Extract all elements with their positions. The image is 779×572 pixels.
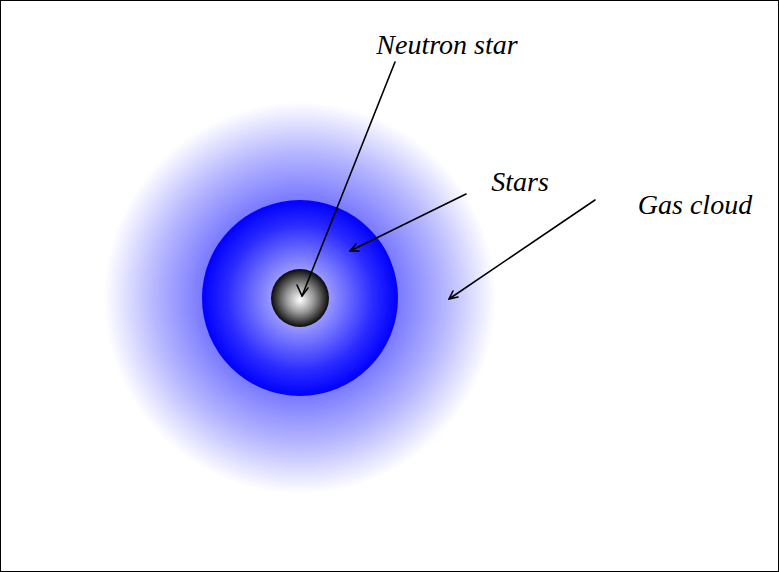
leader-line: [449, 200, 595, 299]
callout-label: Gas cloud: [638, 189, 752, 221]
arrow-head: [449, 291, 458, 299]
leader-line: [350, 194, 466, 251]
gas-cloud: [104, 102, 496, 494]
arrow-head: [350, 244, 359, 251]
callout-label: Neutron star: [376, 29, 517, 61]
neutron-star: [271, 269, 329, 327]
arrow-head: [297, 285, 308, 296]
star-region: [202, 200, 398, 396]
leader-line: [302, 62, 395, 296]
callout-label: Stars: [491, 166, 549, 198]
